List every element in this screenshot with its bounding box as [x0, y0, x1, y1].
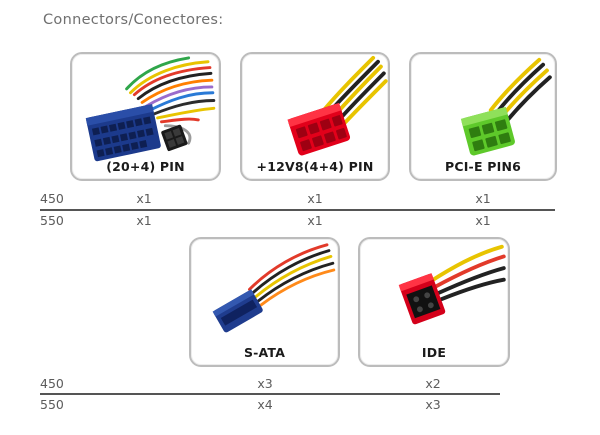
- quantity-value: x1: [136, 213, 152, 228]
- model-label: 550: [40, 213, 64, 228]
- quantity-value: x2: [425, 376, 441, 391]
- model-label: 450: [40, 191, 64, 206]
- quantity-value: x1: [307, 191, 323, 206]
- quantity-value: x4: [257, 397, 273, 412]
- connector-card-eps: +12V8(4+4) PIN: [240, 52, 390, 181]
- quantity-value: x3: [257, 376, 273, 391]
- quantity-value: x1: [307, 213, 323, 228]
- quantity-value: x3: [425, 397, 441, 412]
- connector-card-atx: (20+4) PIN: [70, 52, 221, 181]
- quantity-value: x1: [475, 213, 491, 228]
- connector-label: IDE: [421, 345, 447, 360]
- sata-connector-icon: [212, 243, 336, 333]
- connector-label: PCI-E PIN6: [444, 159, 522, 174]
- connector-label: S-ATA: [243, 345, 286, 360]
- table-divider: [40, 209, 555, 211]
- table-divider: [40, 393, 500, 395]
- pcie-6pin-connector-icon: [460, 57, 552, 156]
- connector-label: +12V8(4+4) PIN: [256, 159, 374, 174]
- eps-8pin-connector-icon: [287, 55, 388, 156]
- molex-ide-connector-icon: [398, 244, 506, 325]
- connector-label: (20+4) PIN: [106, 159, 185, 174]
- quantity-value: x1: [475, 191, 491, 206]
- model-label: 450: [40, 376, 64, 391]
- connector-card-ide: IDE: [358, 237, 510, 367]
- quantity-value: x1: [136, 191, 152, 206]
- connector-card-pcie: PCI-E PIN6: [409, 52, 557, 181]
- atx-24pin-connector-icon: [85, 56, 216, 162]
- model-label: 550: [40, 397, 64, 412]
- page-title: Connectors/Conectores:: [43, 12, 224, 28]
- connector-card-sata: S-ATA: [189, 237, 340, 367]
